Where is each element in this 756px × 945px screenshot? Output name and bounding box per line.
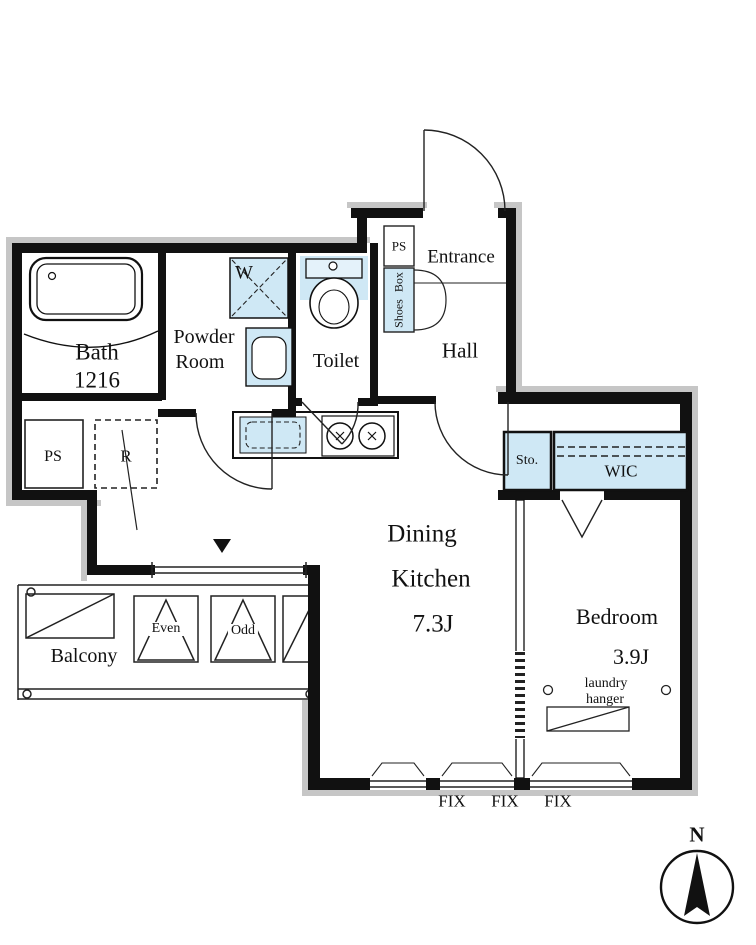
powder-room-label: Powder: [173, 326, 235, 348]
balcony-odd-panel: [210, 595, 276, 663]
balcony-panel: [25, 593, 115, 639]
kitchen-sink: [239, 416, 307, 454]
fix-window-icon: [441, 762, 513, 777]
bath-size-label: 1216: [74, 367, 120, 393]
ps-top-label: PS: [391, 238, 407, 254]
shoes-box: [383, 267, 415, 333]
washer-label: W: [235, 262, 253, 284]
balcony-even-panel: [133, 595, 199, 663]
balcony-drain-icon: [22, 689, 32, 699]
balcony-area: [17, 584, 318, 700]
wic-label: WIC: [604, 461, 638, 481]
shoes-box-label-line1: Shoes: [391, 299, 406, 328]
laundry-hanger-label: hanger: [585, 692, 625, 707]
wic-door: [561, 499, 603, 539]
bathtub-drain-icon: [47, 271, 57, 281]
laundry-hanger-bar: [546, 706, 630, 732]
stove: [321, 415, 395, 457]
shoes-box-door-arc: [413, 299, 447, 331]
dk-door-arc: [434, 401, 509, 476]
bedroom-items: [542, 684, 672, 732]
fix-window-label: FIX: [544, 791, 572, 811]
service-boxes: [24, 225, 447, 531]
direction-marker-icon: [213, 539, 231, 553]
balcony-label: Balcony: [50, 645, 118, 667]
toilet-faucet-icon: [328, 261, 338, 271]
bathtub: [28, 256, 144, 322]
bedroom-partition: [514, 499, 526, 779]
ps-left-label: PS: [44, 448, 62, 465]
wic-box: [552, 430, 689, 492]
hall-label: Hall: [441, 338, 479, 363]
wall-shadows: [6, 202, 698, 796]
fix-window-label: FIX: [438, 791, 466, 811]
burner-icon: [326, 422, 354, 450]
hanger-hook-icon: [660, 684, 672, 696]
powder-room-label: Room: [175, 351, 225, 373]
balcony-drain-icon: [26, 587, 36, 597]
bedroom-label: Bedroom: [576, 604, 658, 629]
fix-window-icon: [531, 762, 631, 777]
refrigerator-door-line: [121, 429, 138, 531]
north-needle-icon: [684, 853, 710, 916]
laundry-hanger-label: laundry: [584, 676, 628, 691]
toilet-bowl: [309, 277, 359, 329]
north-label: N: [689, 822, 705, 847]
powder-door-arc: [195, 412, 273, 490]
toilet-door-arc: [341, 401, 359, 445]
entrance-door-arc: [423, 129, 506, 212]
dining-kitchen-label: Dining: [387, 520, 457, 548]
dining-kitchen-size-label: 7.3J: [412, 610, 454, 638]
windows: [151, 539, 632, 788]
toilet-fixtures: [300, 256, 368, 329]
shoes-box-label-line2: Box: [391, 272, 406, 293]
bath-fixtures: [23, 256, 159, 348]
ps-top-box: [383, 225, 415, 267]
doors: [195, 129, 509, 490]
kitchen-fixtures: [239, 415, 395, 457]
fix-window-label: FIX: [491, 791, 519, 811]
entrance-label: Entrance: [427, 246, 495, 268]
fix-window-icon: [371, 762, 425, 777]
bath-apron-curve: [23, 330, 159, 348]
powder-fixtures: [229, 257, 293, 387]
shoes-box-label: Shoes Box: [391, 270, 406, 330]
storage-box: [502, 430, 553, 492]
refrigerator-box: [94, 419, 158, 489]
toilet-label: Toilet: [312, 350, 360, 372]
closets: [502, 430, 689, 539]
bedroom-size-label: 3.9J: [612, 644, 650, 669]
ps-left-box: [24, 419, 84, 489]
burner-icon: [358, 422, 386, 450]
toilet-door-leaf: [301, 401, 343, 445]
storage-label: Sto.: [515, 453, 539, 468]
dining-kitchen-label: Kitchen: [391, 565, 471, 593]
even-label: Even: [148, 622, 184, 636]
shoes-box-door-arc: [413, 269, 447, 301]
bath-label: Bath: [75, 339, 119, 365]
compass: [659, 849, 735, 925]
hanger-hook-icon: [542, 684, 554, 696]
odd-label: Odd: [227, 624, 259, 638]
refrigerator-label: R: [120, 446, 132, 466]
